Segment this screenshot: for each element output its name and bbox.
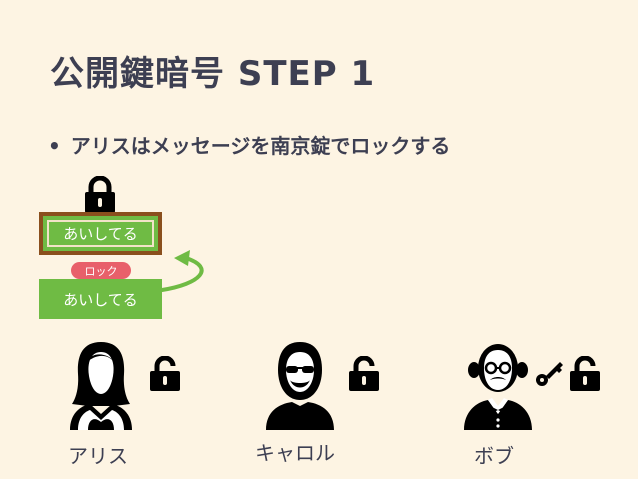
carol-name: キャロル: [255, 441, 335, 465]
page-title: 公開鍵暗号 STEP 1: [50, 54, 376, 94]
locked-message-inner-frame: [47, 220, 154, 247]
plain-message-box: あいしてる: [39, 279, 162, 319]
bullet-dot: •: [48, 134, 61, 158]
alice-avatar-icon: [70, 342, 132, 430]
curved-arrow-icon: [160, 250, 204, 292]
alice-lock-open-icon: [150, 356, 180, 391]
bullet-item: • アリスはメッセージを南京錠でロックする: [48, 130, 450, 159]
carol-lock-open-icon: [349, 356, 379, 391]
alice-name: アリス: [68, 444, 128, 468]
carol-avatar-icon: [266, 342, 334, 430]
locked-message-box: あいしてる: [39, 212, 162, 255]
key-icon: [536, 362, 563, 386]
locked-message-text: あいしてる: [63, 225, 138, 243]
bullet-text: アリスはメッセージを南京錠でロックする: [70, 134, 451, 158]
bob-name: ボブ: [474, 444, 514, 468]
bob-avatar-icon: [464, 344, 532, 430]
lock-action-label: ロック: [71, 262, 131, 279]
lock-closed-icon: [85, 176, 115, 213]
plain-message-text: あいしてる: [63, 290, 138, 309]
bob-lock-open-icon: [570, 356, 600, 391]
